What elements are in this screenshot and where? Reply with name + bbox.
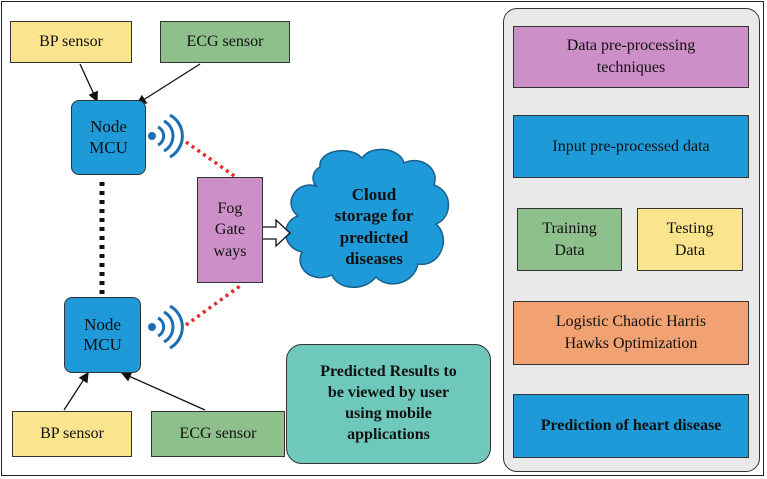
ecg-sensor-bottom: ECG sensor	[151, 411, 285, 457]
optimization-box: Logistic Chaotic Harris Hawks Optimizati…	[513, 301, 749, 365]
prediction-box: Prediction of heart disease	[513, 394, 749, 458]
training-data-box: Training Data	[517, 208, 622, 271]
testing-data-box: Testing Data	[637, 208, 743, 271]
wifi-icon-bottom	[148, 304, 184, 350]
bp-sensor-top: BP sensor	[10, 21, 132, 63]
preprocessing-box: Data pre-processing techniques	[513, 26, 749, 88]
arrow-ecg-to-mcu-top	[135, 63, 201, 105]
input-data-box: Input pre-processed data	[513, 115, 749, 178]
cloud-shape	[284, 148, 450, 288]
bp-sensor-bottom: BP sensor	[12, 411, 132, 457]
cloud-storage-label: Cloud storage for predicted diseases	[334, 185, 414, 268]
node-mcu-top: Node MCU	[71, 100, 146, 175]
node-mcu-bottom: Node MCU	[64, 297, 141, 373]
predicted-results-box: Predicted Results to be viewed by user u…	[286, 344, 491, 464]
arrow-fog-to-cloud	[261, 218, 291, 248]
fog-gateway: Fog Gate ways	[197, 177, 263, 283]
arrow-bp-to-mcu-bottom	[63, 371, 89, 411]
wireless-link-bottom	[184, 284, 242, 327]
wifi-icon-top	[148, 113, 184, 159]
arrow-bp-to-mcu-top	[79, 63, 98, 103]
wireless-link-top	[184, 140, 242, 182]
arrow-ecg-to-mcu-bottom	[120, 371, 206, 411]
ecg-sensor-top: ECG sensor	[160, 21, 290, 63]
